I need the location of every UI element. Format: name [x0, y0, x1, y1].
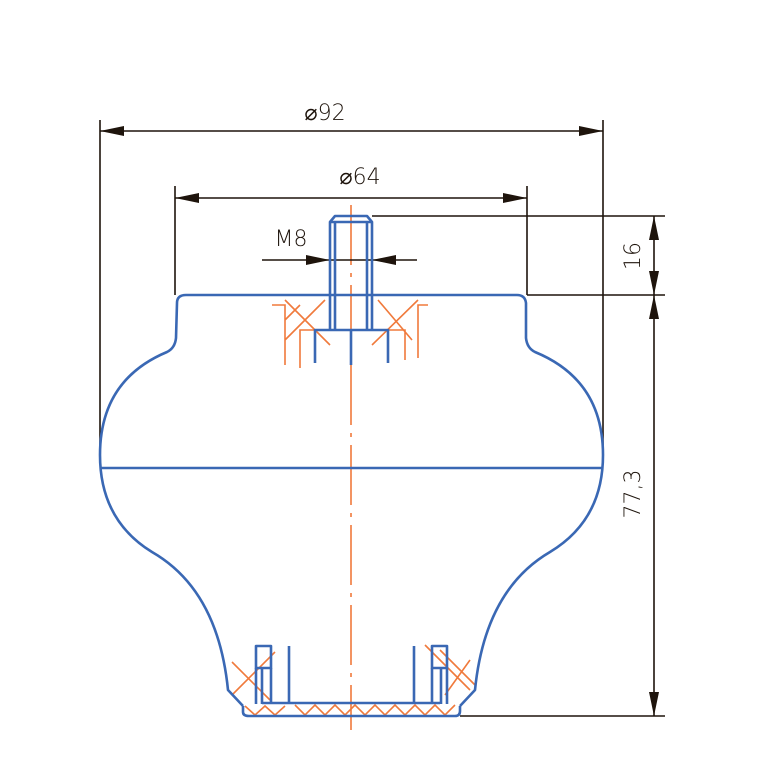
outer-diameter-label: ⌀92 [304, 101, 345, 126]
thread-label: M8 [275, 227, 308, 252]
dimension-thread: M8 [262, 227, 417, 265]
dimension-outer-diameter: ⌀92 [99, 101, 604, 445]
dimension-plate-diameter: ⌀64 [174, 165, 528, 295]
hatch-sections [231, 299, 476, 717]
dimension-heights: 16 77,3 [372, 215, 665, 717]
plate-diameter-label: ⌀64 [339, 165, 380, 190]
stud-height-label: 16 [621, 242, 646, 270]
body-height-label: 77,3 [621, 470, 646, 519]
spring-body [98, 214, 605, 718]
